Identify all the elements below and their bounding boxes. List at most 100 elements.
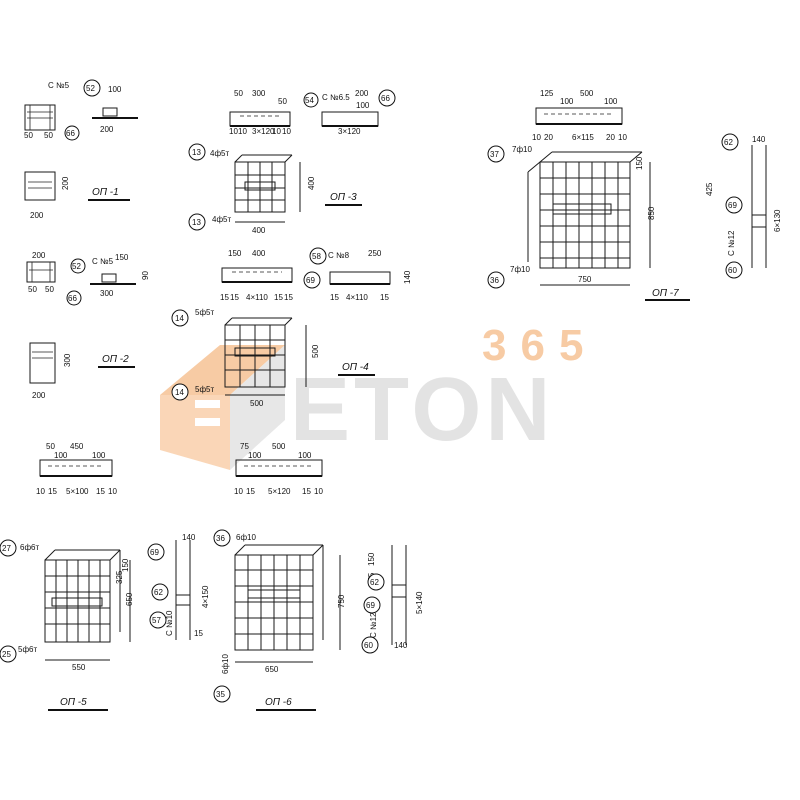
op4-mark: С №8	[328, 251, 350, 260]
op1-mark: С №5	[48, 81, 70, 90]
op5s-dim-b2: 15	[48, 487, 57, 496]
op5s-dim-t2: 450	[70, 442, 84, 451]
op5-dim-a: 325	[115, 570, 124, 584]
op3-rebar-top: 4ф5т	[210, 149, 229, 158]
op6-group: 36 6ф10 750 650 6ф10 35 375 150 5×140	[213, 529, 424, 711]
op4-section: 150 400 15 15 4×110 15 15	[220, 249, 293, 302]
op3-dim-b3: 3×120	[252, 127, 275, 136]
op4-dim-c2: 4×110	[346, 293, 368, 302]
op4-dim-b4: 15	[274, 293, 283, 302]
op6s-dim-b4: 15	[302, 487, 311, 496]
op1-callout-circle-a	[83, 79, 101, 97]
op2-callout-circle-b	[66, 290, 82, 306]
op4-dim-c1: 15	[330, 293, 339, 302]
op6s-dim-b2: 15	[246, 487, 255, 496]
op4-dim-side: 500	[311, 344, 320, 358]
op5s-dim-t1: 50	[46, 442, 55, 451]
op6-title: ОП -6	[265, 697, 292, 708]
op3-callout-d: 13	[192, 218, 201, 227]
op5-callout-circle-e	[149, 611, 167, 629]
op3-cage: 13 4ф5т 13 4ф5т 400 400	[188, 143, 316, 235]
op2-dim-d6: 90	[141, 271, 150, 280]
op7-dim-b5: 10	[618, 133, 627, 142]
op4-callout-circle-d	[171, 383, 189, 401]
op6s-dim-t2: 500	[272, 442, 286, 451]
op4-dim-t1: 150	[228, 249, 242, 258]
op7-callout-b: 36	[490, 276, 499, 285]
op3-section-right: 100 3×120	[321, 101, 379, 136]
op4-dim-b1: 15	[220, 293, 229, 302]
op3-callout-circle-d	[188, 213, 206, 231]
op1-plan-view: 200 200	[24, 171, 70, 220]
op7-dim-a: 425	[705, 182, 714, 196]
op3-dim-bot: 400	[252, 226, 266, 235]
op6-callout-c: 60	[364, 641, 373, 650]
op1-dim-d1: 100	[108, 85, 122, 94]
op6-dim-bot: 650	[265, 665, 279, 674]
op6-callout-circle-b	[213, 685, 231, 703]
op3-title: ОП -3	[330, 192, 357, 203]
op7-callout-c: 62	[724, 138, 733, 147]
op4-callout-c: 14	[175, 314, 184, 323]
op7-dim-s2: 6×130	[773, 209, 782, 232]
op5s-dim-t3: 100	[54, 451, 68, 460]
op2-group: 200 50 50 52 С №5 150 300 90 66 300 200 …	[26, 251, 150, 400]
op7-callout-circle-c	[721, 133, 739, 151]
op3-dim-t5: 100	[356, 101, 370, 110]
op6-dim-b: 150	[367, 552, 376, 566]
op6s-dim-b1: 10	[234, 487, 243, 496]
op6-callout-a: 36	[216, 534, 225, 543]
op7-dim-t1: 125	[540, 89, 554, 98]
watermark-brand: ETON	[290, 360, 554, 460]
op5-dim-side: 650	[125, 592, 134, 606]
op1-callout-circle-b	[64, 125, 80, 141]
op4-dim-b3: 4×110	[246, 293, 268, 302]
op5-callout-e: 57	[152, 616, 161, 625]
op3-callout-circle-c	[188, 143, 206, 161]
op2-section: 300 90	[90, 271, 150, 298]
op6-callout-d: 69	[366, 601, 375, 610]
op4-cage: 14 5ф5т 14 5ф5т 500 500	[171, 308, 320, 408]
op3-callout-c: 13	[192, 148, 201, 157]
op3-dim-b2: 10	[238, 127, 247, 136]
op7-dim-s1: 140	[752, 135, 766, 144]
op4-rebar-bot: 5ф5т	[195, 385, 214, 394]
op4-title: ОП -4	[342, 362, 369, 373]
op2-dim-d8: 200	[32, 391, 46, 400]
op2-callout-circle-a	[70, 258, 86, 274]
op7-dim-side: 850	[647, 206, 656, 220]
op3-dim-b4: 10	[272, 127, 281, 136]
op4-group: 150 400 15 15 4×110 15 15 58 С №8 250 69…	[171, 247, 412, 408]
op1-callout-a: 52	[86, 84, 95, 93]
op6s-dim-b3: 5×120	[268, 487, 291, 496]
op2-dim-d7b: 300	[63, 353, 72, 367]
op7-group: 125 500 100 100 10 20 6×115 20 10 37 7ф1…	[487, 89, 782, 301]
op2-side-view: 200 50 50	[26, 251, 56, 294]
op1-dim-d3: 50	[24, 131, 33, 140]
op2-dim-d1: 200	[32, 251, 46, 260]
op2-callout-a: 52	[72, 262, 81, 271]
op6-section: 75 500 100 100 10 15 5×120 15 10	[234, 442, 323, 496]
op2-callout-b: 66	[68, 294, 77, 303]
op7-dim-b4: 20	[606, 133, 615, 142]
op4-callout-circle-b	[303, 271, 321, 289]
op6s-dim-t3: 100	[248, 451, 262, 460]
op4-dim-b5: 15	[284, 293, 293, 302]
op2-dim-d7: 300	[100, 289, 114, 298]
op1-side-view: 50 50	[24, 104, 56, 140]
op6-mark: С №12	[369, 612, 378, 638]
op2-dim-d5: 50	[45, 285, 54, 294]
op7-callout-circle-b	[487, 271, 505, 289]
op2-dim-d4: 50	[28, 285, 37, 294]
op5-dim-s3: 15	[194, 629, 203, 638]
op4-section-right: 140 15 4×110 15	[329, 270, 412, 302]
op4-dim-b2: 15	[230, 293, 239, 302]
op4-callout-b: 69	[306, 276, 315, 285]
op3-callout-circle-b	[378, 89, 396, 107]
op6-callout-e: 62	[370, 578, 379, 587]
op4-callout-circle-c	[171, 309, 189, 327]
op7-dim-b1: 10	[532, 133, 541, 142]
op6-rebar-bot: 6ф10	[221, 654, 230, 674]
op4-dim-t4: 140	[403, 270, 412, 284]
op2-plan-view: 300 200	[29, 342, 72, 400]
